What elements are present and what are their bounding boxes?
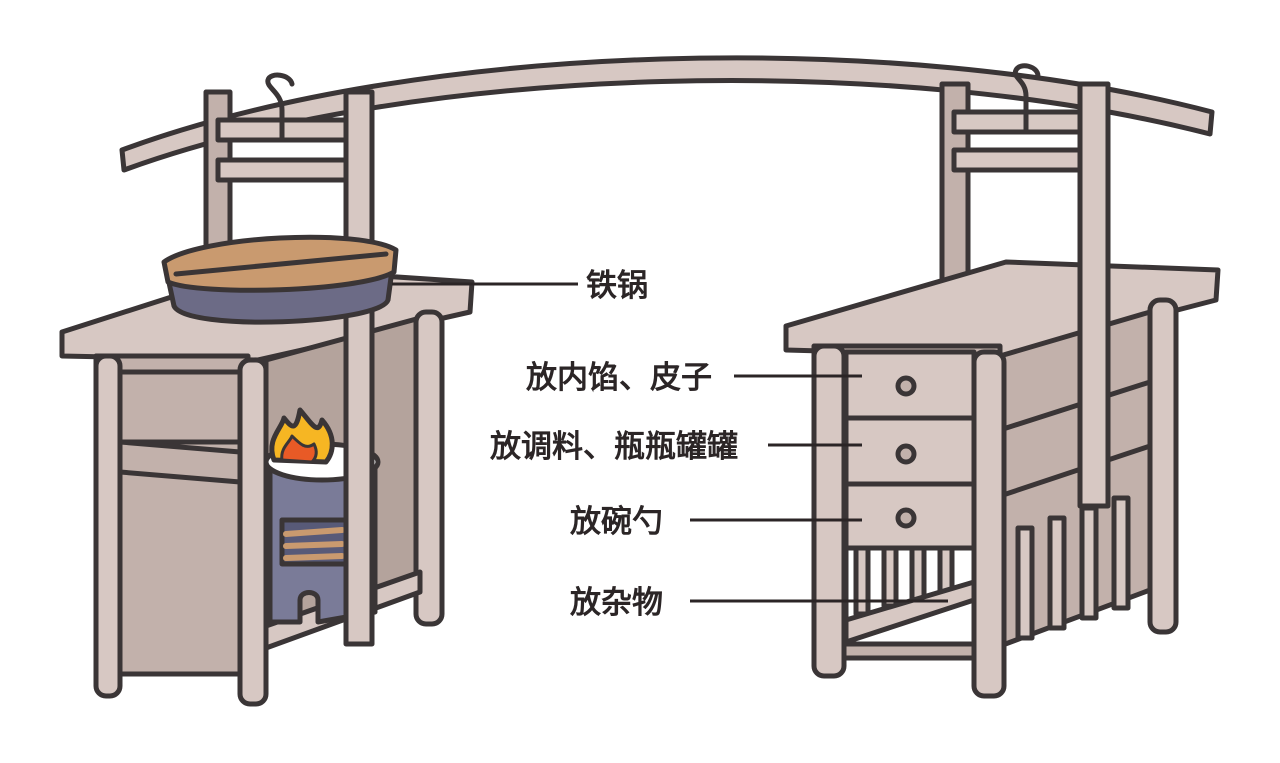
drawer-knob-1 bbox=[898, 378, 914, 394]
left-cabinet-leg-front bbox=[96, 356, 120, 696]
label-iron-wok: 铁锅 bbox=[586, 268, 648, 304]
left-frame-front-post bbox=[346, 92, 372, 644]
label-sundries: 放杂物 bbox=[569, 585, 663, 621]
left-cabinet-panel-top bbox=[120, 372, 240, 442]
label-filling-wrappers: 放内馅、皮子 bbox=[525, 360, 712, 396]
label-seasonings-jars: 放调料、瓶瓶罐罐 bbox=[489, 429, 738, 465]
label-bowls-spoons: 放碗勺 bbox=[569, 504, 663, 540]
drawer-knob-3 bbox=[898, 510, 914, 526]
right-cabinet-leg-front bbox=[814, 346, 844, 676]
right-frame-crossbar-top bbox=[954, 112, 1090, 132]
right-frame-front-post bbox=[1080, 84, 1108, 506]
left-cabinet-leg-mid bbox=[240, 360, 266, 704]
drawer-knob-2 bbox=[898, 446, 914, 462]
right-frame-crossbar-bottom bbox=[954, 150, 1090, 170]
right-cabinet-leg-back bbox=[1150, 300, 1176, 632]
right-cabinet-leg-mid bbox=[974, 352, 1004, 696]
